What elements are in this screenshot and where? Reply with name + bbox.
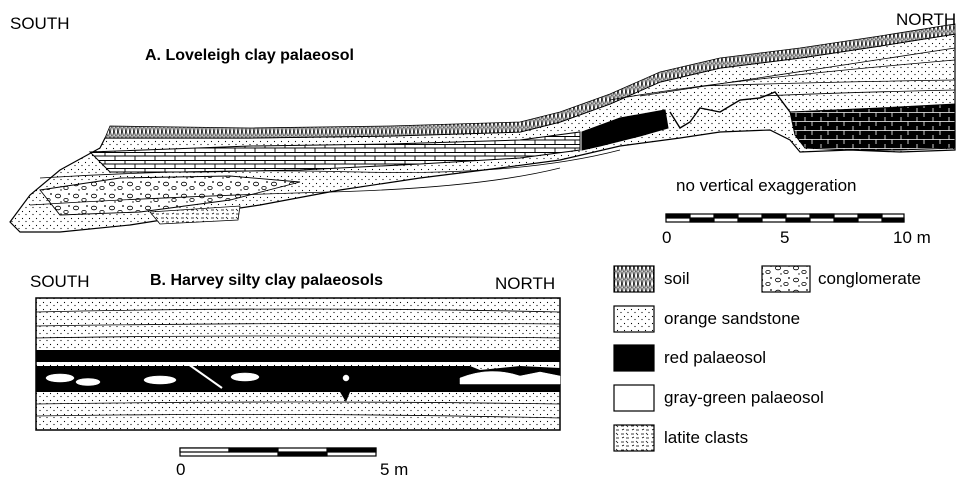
panel-b-frame: [36, 298, 560, 430]
legend-label-orange-sandstone: orange sandstone: [664, 309, 800, 329]
panel-a-scale-bar: [666, 214, 904, 222]
legend-label-conglomerate: conglomerate: [818, 269, 921, 289]
panel-b-title: B. Harvey silty clay palaeosols: [150, 272, 383, 290]
legend-label-gray-green-palaeosol: gray-green palaeosol: [664, 388, 824, 408]
panel-a-tick-5: 5: [780, 228, 789, 248]
legend-swatch-sand: [614, 306, 654, 332]
legend-swatch-gray-green: [614, 385, 654, 411]
panel-b-south-label: SOUTH: [30, 272, 90, 292]
legend-swatch-soil: [614, 266, 654, 292]
panel-a-title: A. Loveleigh clay palaeosol: [145, 47, 354, 65]
panel-b-section: [36, 298, 560, 430]
legend-swatch-red-palaeosol: [614, 345, 654, 371]
panel-a-note: no vertical exaggeration: [676, 176, 857, 196]
panel-a-north-label: NORTH: [896, 10, 956, 30]
panel-a-south-label: SOUTH: [10, 14, 70, 34]
legend-swatch-conglomerate: [762, 266, 810, 292]
panel-b-north-label: NORTH: [495, 274, 555, 294]
panel-a-tick-0: 0: [662, 228, 671, 248]
legend-label-latite-clasts: latite clasts: [664, 428, 748, 448]
panel-a-channel-fill: [790, 104, 955, 150]
panel-b-tick-0: 0: [176, 460, 185, 480]
legend-swatch-latite: [614, 425, 654, 451]
panel-b-tick-5: 5 m: [380, 460, 408, 480]
legend-label-soil: soil: [664, 269, 690, 289]
legend-label-red-palaeosol: red palaeosol: [664, 348, 766, 368]
panel-a-tick-10: 10 m: [893, 228, 931, 248]
panel-b-scale-bar: [180, 448, 376, 456]
panel-b-upper-red-band: [36, 350, 560, 362]
